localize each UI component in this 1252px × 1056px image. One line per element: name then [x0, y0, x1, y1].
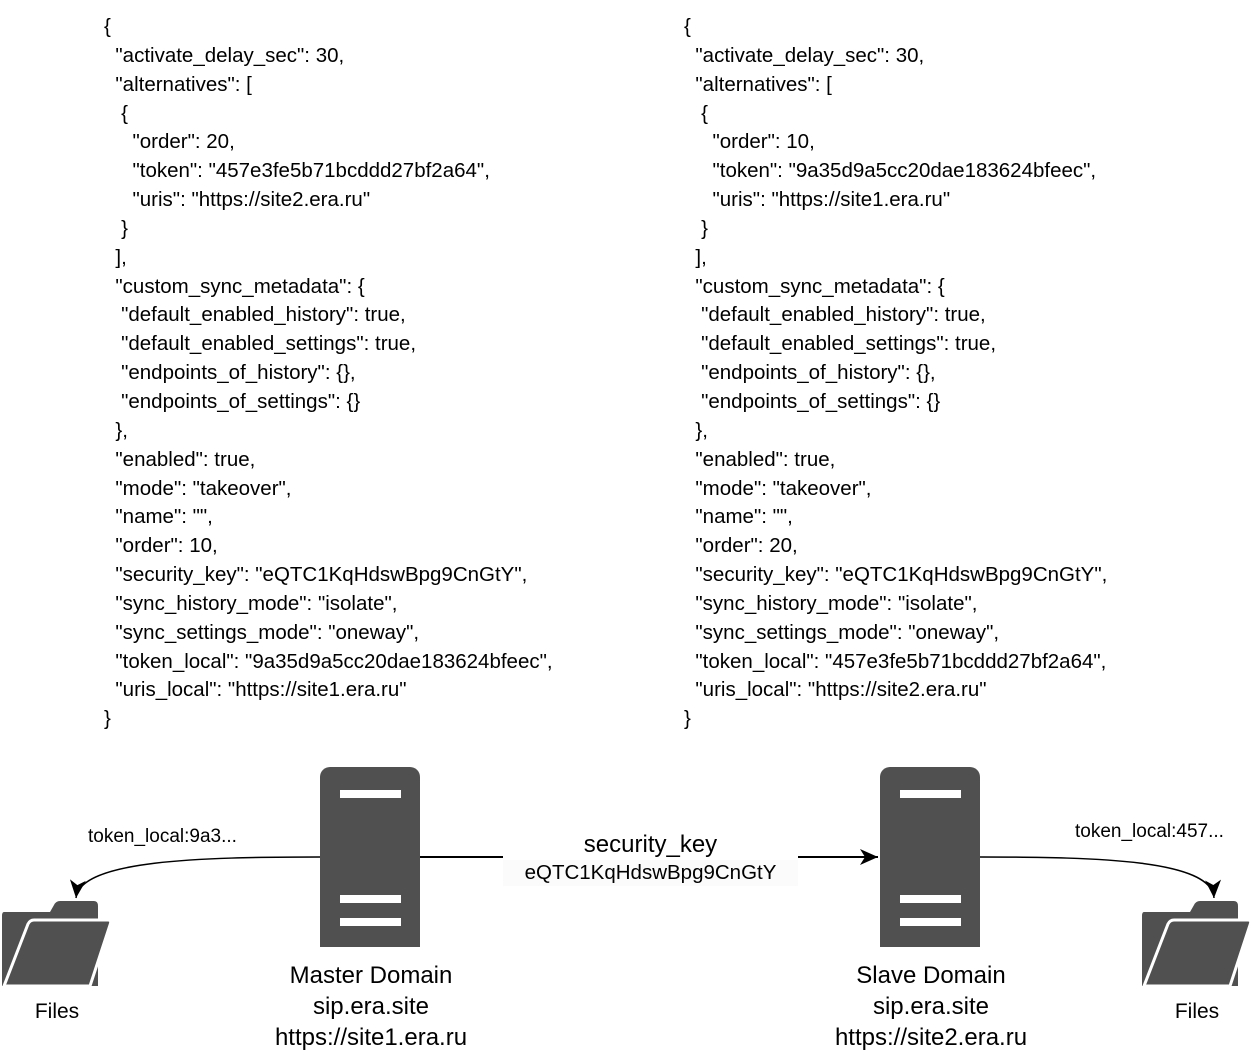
- config-line: "name": "",: [104, 505, 213, 529]
- config-line: "sync_history_mode": "isolate",: [104, 591, 398, 615]
- config-line: "uris": "https://site1.era.ru": [684, 188, 951, 212]
- config-line: "activate_delay_sec": 30,: [104, 43, 345, 67]
- config-line: }: [104, 707, 111, 731]
- config-line: "token_local": "457e3fe5b71bcddd27bf2a64…: [684, 649, 1107, 673]
- master-domain-label: Master Domain sip.era.site https://site1…: [221, 960, 521, 1053]
- config-line: }: [104, 216, 128, 240]
- slave-token-local-label: token_local:457...: [1075, 821, 1224, 842]
- config-line: "uris_local": "https://site2.era.ru": [684, 678, 987, 702]
- config-line: }: [684, 216, 708, 240]
- config-line: "order": 20,: [104, 130, 235, 154]
- config-line: "token": "457e3fe5b71bcddd27bf2a64",: [104, 159, 490, 183]
- config-line: "token": "9a35d9a5cc20dae183624bfeec",: [684, 159, 1097, 183]
- config-line: "security_key": "eQTC1KqHdswBpg9CnGtY",: [104, 563, 528, 587]
- slave-config-json: { "activate_delay_sec": 30, "alternative…: [684, 13, 1107, 734]
- config-line: "default_enabled_history": true,: [104, 303, 406, 327]
- config-line: "name": "",: [684, 505, 793, 529]
- master-config-json: { "activate_delay_sec": 30, "alternative…: [104, 13, 553, 734]
- config-line: ],: [104, 245, 127, 269]
- config-line: "security_key": "eQTC1KqHdswBpg9CnGtY",: [684, 563, 1108, 587]
- config-line: "sync_settings_mode": "oneway",: [684, 620, 1000, 644]
- config-line: ],: [684, 245, 707, 269]
- slave-url: https://site2.era.ru: [834, 1024, 1028, 1051]
- slave-files-edge: [979, 856, 1221, 899]
- config-line: "token_local": "9a35d9a5cc20dae183624bfe…: [104, 649, 553, 673]
- config-line: "endpoints_of_history": {},: [104, 361, 356, 385]
- config-line: "enabled": true,: [684, 447, 836, 471]
- config-line: "default_enabled_settings": true,: [684, 332, 997, 356]
- config-line: }: [684, 707, 691, 731]
- security-key-edge-label: security_key eQTC1KqHdswBpg9CnGtY: [503, 830, 798, 886]
- config-line: {: [104, 101, 128, 125]
- master-files-folder-icon: [1, 901, 112, 988]
- slave-host: sip.era.site: [872, 993, 990, 1020]
- config-line: "uris_local": "https://site1.era.ru": [104, 678, 407, 702]
- config-line: "enabled": true,: [104, 447, 256, 471]
- config-line: "custom_sync_metadata": {: [104, 274, 365, 298]
- slave-title: Slave Domain: [856, 962, 1006, 989]
- config-line: "alternatives": [: [104, 72, 252, 96]
- config-line: {: [684, 15, 691, 38]
- slave-server-icon: [880, 767, 980, 947]
- master-token-local-label: token_local:9a3...: [88, 826, 237, 847]
- master-host: sip.era.site: [312, 993, 430, 1020]
- config-line: "default_enabled_history": true,: [684, 303, 986, 327]
- config-line: "activate_delay_sec": 30,: [684, 43, 925, 67]
- config-line: "order": 10,: [104, 534, 218, 558]
- security-key-label: security_key: [583, 831, 718, 858]
- config-line: },: [684, 418, 708, 442]
- config-line: "sync_settings_mode": "oneway",: [104, 620, 420, 644]
- config-line: "endpoints_of_settings": {}: [684, 389, 941, 413]
- slave-files-folder-icon: [1141, 901, 1252, 988]
- config-line: },: [104, 418, 128, 442]
- config-line: "endpoints_of_settings": {}: [104, 389, 361, 413]
- config-line: {: [104, 15, 111, 38]
- config-line: "order": 10,: [684, 130, 815, 154]
- config-line: "custom_sync_metadata": {: [684, 274, 945, 298]
- config-line: "mode": "takeover",: [104, 476, 292, 500]
- slave-domain-label: Slave Domain sip.era.site https://site2.…: [781, 960, 1081, 1053]
- master-url: https://site1.era.ru: [274, 1024, 468, 1051]
- master-files-edge: [69, 856, 321, 899]
- config-line: "default_enabled_settings": true,: [104, 332, 417, 356]
- config-line: "sync_history_mode": "isolate",: [684, 591, 978, 615]
- config-line: "mode": "takeover",: [684, 476, 872, 500]
- config-line: "order": 20,: [684, 534, 798, 558]
- master-title: Master Domain: [289, 962, 453, 989]
- security-key-value: eQTC1KqHdswBpg9CnGtY: [503, 860, 798, 886]
- config-line: "alternatives": [: [684, 72, 832, 96]
- config-line: {: [684, 101, 708, 125]
- master-files-label: Files: [34, 1000, 80, 1023]
- config-line: "endpoints_of_history": {},: [684, 361, 936, 385]
- config-line: "uris": "https://site2.era.ru": [104, 188, 371, 212]
- master-server-icon: [320, 767, 420, 947]
- slave-files-label: Files: [1174, 1000, 1220, 1023]
